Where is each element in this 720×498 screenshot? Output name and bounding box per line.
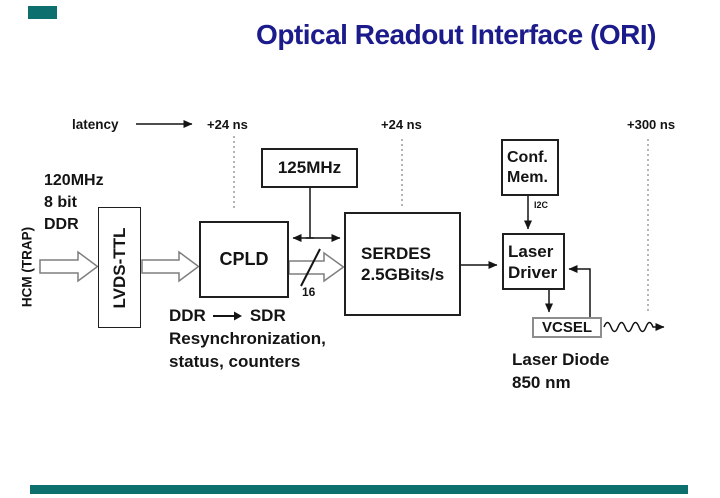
resync-note: Resynchronization, status, counters [169,328,326,373]
lvds-ttl-block: LVDS-TTL [98,207,141,328]
resync-line-1: Resynchronization, [169,329,326,348]
bus-width-slash [300,248,321,287]
sdr-label: SDR [249,306,286,325]
laser-diode-line-2: 850 nm [512,372,571,392]
page-title: Optical Readout Interface (ORI) [256,19,656,50]
flow-arrow-hcm-to-lvds [39,250,99,283]
latency-mark-cpld: +24 ns [207,117,248,132]
cpld-label: CPLD [219,249,269,269]
laser-driver-label-line-2: Driver [508,262,558,282]
vcsel-feedback-arrow [568,265,591,317]
input-line-1: 120MHz [44,172,104,189]
vcsel-label: VCSEL [541,319,592,336]
serdes-label-line-1: SERDES [361,244,431,263]
bus-width-label: 16 [302,285,316,299]
latency-mark-laser: +300 ns [627,117,676,132]
lvds-ttl-label: LVDS-TTL [109,227,129,308]
conf-mem-label-line-1: Conf. [507,148,548,166]
latency-mark-serdes: +24 ns [381,117,422,132]
input-line-2: 8 bit [44,194,77,211]
input-signal-description: 120MHz 8 bit DDR [44,170,104,236]
laser-driver-label-line-1: Laser [508,241,554,261]
ddr-sdr-row: DDR SDR [169,306,286,326]
laser-diode-note: Laser Diode 850 nm [512,349,609,394]
input-line-3: DDR [44,216,79,233]
clock-label: 125MHz [277,158,342,177]
serdes-block: SERDES 2.5GBits/s [344,212,461,316]
conf-mem-label-line-2: Mem. [507,168,548,186]
ddr-to-sdr-arrow-icon [212,311,242,321]
vcsel-block: VCSEL [532,317,602,338]
conf-mem-block: Conf. Mem. [501,139,559,196]
slide-accent-bar-top [28,6,57,19]
resync-line-2: status, counters [169,351,301,371]
optical-output-wave-icon [603,321,665,333]
i2c-label: I2C [534,200,549,210]
flow-arrow-cpld-to-serdes [288,251,345,283]
laser-driver-block: Laser Driver [502,233,565,290]
slide-accent-bar-bottom [30,485,688,494]
hcm-trap-label: HCM (TRAP) [19,226,35,308]
cpld-block: CPLD [199,221,289,298]
laser-diode-line-1: Laser Diode [512,350,610,369]
ddr-label: DDR [169,306,206,325]
clock-125mhz-block: 125MHz [261,148,358,188]
serdes-label-line-2: 2.5GBits/s [361,265,445,284]
latency-label: latency [72,117,119,132]
flow-arrow-lvds-to-cpld [141,250,200,283]
